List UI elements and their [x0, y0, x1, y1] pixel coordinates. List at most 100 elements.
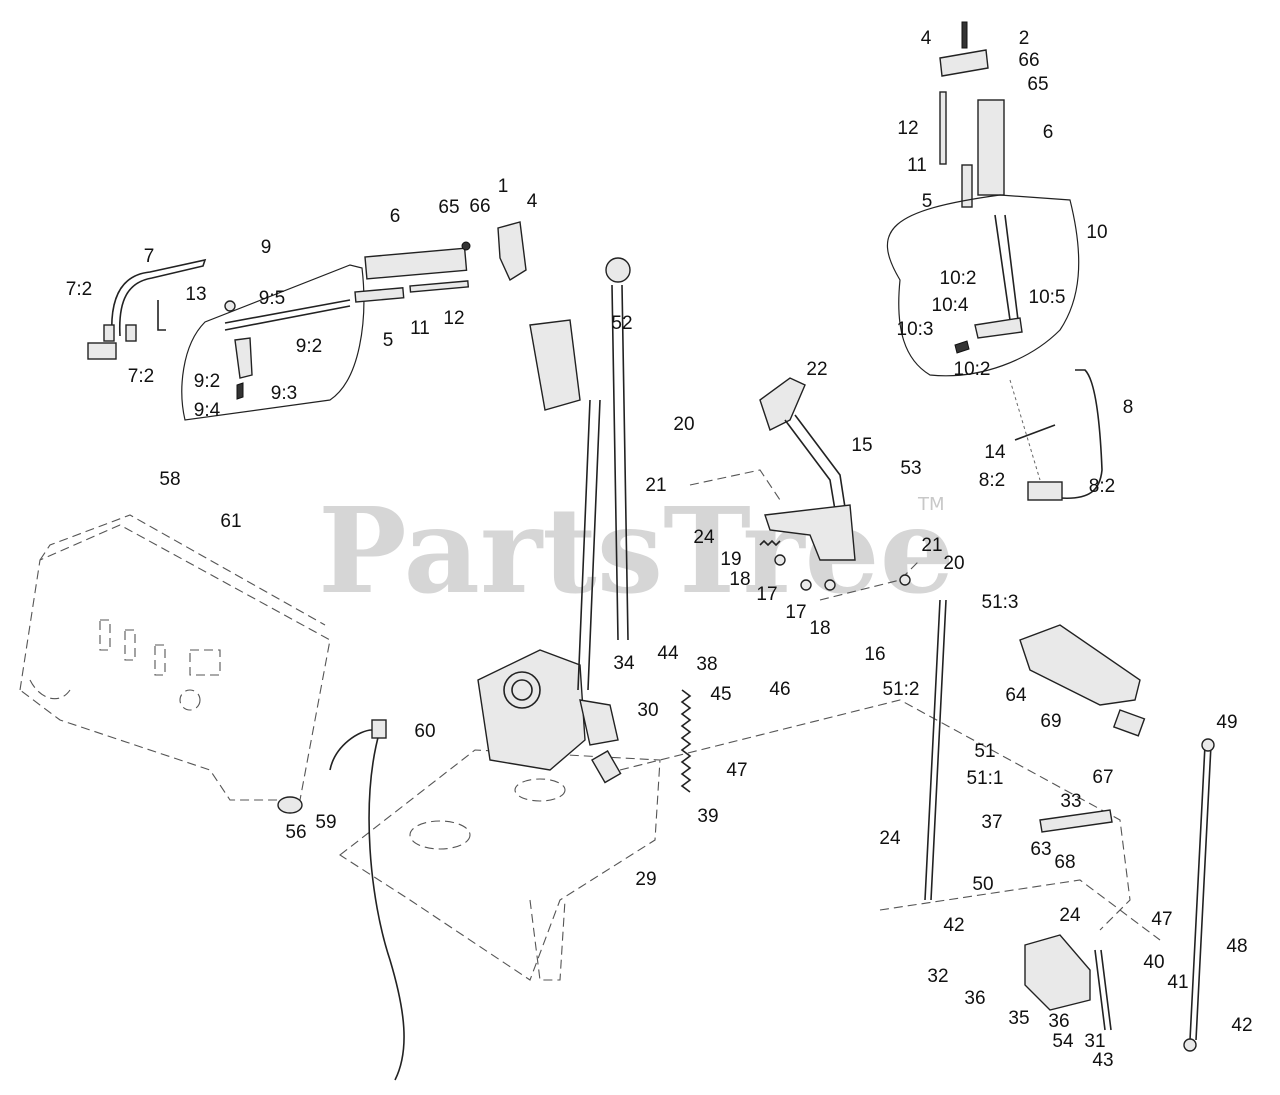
callout-label: 10:2 [954, 359, 991, 380]
linkage-rods [529, 257, 1215, 1052]
callout-label: 53 [900, 458, 921, 479]
transmission [477, 649, 622, 784]
callout-label: 69 [1040, 711, 1061, 732]
callout-label: 45 [710, 684, 731, 705]
callout-label: 42 [943, 915, 964, 936]
callout-label: 36 [1048, 1011, 1069, 1032]
callout-label: 9:3 [271, 383, 297, 404]
callout-label: 43 [1092, 1050, 1113, 1071]
callout-label: 16 [864, 644, 885, 665]
callout-label: 20 [673, 414, 694, 435]
callout-label: 56 [285, 822, 306, 843]
pedal-arm-15 [764, 504, 856, 561]
callout-label: 54 [1052, 1031, 1074, 1052]
knob-2 [939, 49, 989, 77]
callout-label: 34 [613, 653, 635, 674]
callout-label: 9:2 [296, 336, 322, 357]
knob-52 [605, 257, 631, 283]
callout-label: 39 [697, 806, 718, 827]
callout-label: 10 [1086, 222, 1107, 243]
left-control-lever-assembly [87, 221, 527, 421]
callout-label: 36 [964, 988, 985, 1009]
callout-label: 19 [720, 549, 741, 570]
callout-label: 14 [984, 442, 1006, 463]
callout-label: 51:1 [967, 768, 1004, 789]
group-9-outline [181, 264, 365, 421]
callout-label: 51 [974, 741, 995, 762]
lower-right-assemblies [1019, 624, 1146, 1031]
callout-label: 63 [1030, 839, 1051, 860]
callout-label: 5 [922, 191, 933, 212]
callout-label: 59 [315, 812, 336, 833]
pedal-assembly [689, 377, 921, 601]
callout-label: 58 [159, 469, 180, 490]
bracket-35 [1024, 934, 1091, 1011]
right-lever-foot [1027, 481, 1063, 501]
callout-label: 33 [1060, 791, 1081, 812]
callout-label: 47 [726, 760, 747, 781]
callout-label: 7:2 [66, 279, 92, 300]
grip-6-right [977, 99, 1005, 196]
callout-label: 40 [1143, 952, 1164, 973]
callout-label: 4 [921, 28, 932, 49]
callout-label: 31 [1084, 1031, 1105, 1052]
callout-label: 9 [261, 237, 272, 258]
callout-label: 8:2 [1089, 476, 1115, 497]
callout-label: 38 [696, 654, 717, 675]
callout-label: 67 [1092, 767, 1113, 788]
watermark-text: PartsTree [318, 481, 955, 620]
callout-label: 24 [879, 828, 901, 849]
callout-label: 1 [498, 176, 509, 197]
callout-label: 65 [1027, 74, 1048, 95]
frame-panel [19, 514, 331, 801]
callout-label: 2 [1019, 28, 1030, 49]
right-control-lever-assembly [886, 21, 1103, 501]
callout-label: 7 [144, 246, 155, 267]
callout-label: 46 [769, 679, 790, 700]
callout-label: 5 [383, 330, 394, 351]
callout-label: 10:2 [940, 268, 977, 289]
callout-label: 21 [645, 475, 666, 496]
callout-label: 17 [785, 602, 806, 623]
callout-label: 64 [1005, 685, 1027, 706]
springs [680, 539, 781, 793]
grip-6-left [364, 247, 468, 280]
callout-label: 10:3 [897, 319, 934, 340]
callout-label: 13 [185, 284, 206, 305]
callout-label: 66 [469, 196, 490, 217]
callout-label: 29 [635, 869, 656, 890]
cable-60 [277, 719, 405, 1081]
callout-label: 24 [1059, 905, 1081, 926]
callout-label: 8 [1123, 397, 1134, 418]
callout-label: 4 [527, 191, 538, 212]
callout-label: 30 [637, 700, 658, 721]
knob-1 [497, 221, 527, 282]
callout-label: 7:2 [128, 366, 154, 387]
part-29 [591, 750, 622, 784]
part-33 [1039, 809, 1113, 833]
callout-label: 11 [410, 318, 430, 339]
callout-label: 8:2 [979, 470, 1005, 491]
callout-label: 9:4 [194, 400, 221, 421]
watermark: PartsTree TM [318, 481, 955, 620]
callout-label: 6 [390, 206, 401, 227]
callout-label: 22 [806, 359, 827, 380]
callout-label: 37 [981, 812, 1002, 833]
callout-label: 42 [1231, 1015, 1252, 1036]
callout-label: 51:3 [982, 592, 1019, 613]
callout-label: 65 [438, 197, 459, 218]
callout-label: 50 [972, 874, 993, 895]
callout-label: 9:2 [194, 371, 220, 392]
callout-label: 24 [693, 527, 715, 548]
callout-label: 61 [220, 511, 241, 532]
callout-label: 41 [1167, 972, 1188, 993]
callout-label: 10:4 [932, 295, 969, 316]
callout-label: 49 [1216, 712, 1237, 733]
callout-label: 48 [1226, 936, 1247, 957]
callout-label: 47 [1151, 909, 1172, 930]
watermark-trademark: TM [917, 494, 945, 515]
callout-label: 60 [414, 721, 435, 742]
callout-label: 66 [1018, 50, 1039, 71]
callout-label: 12 [897, 118, 918, 139]
